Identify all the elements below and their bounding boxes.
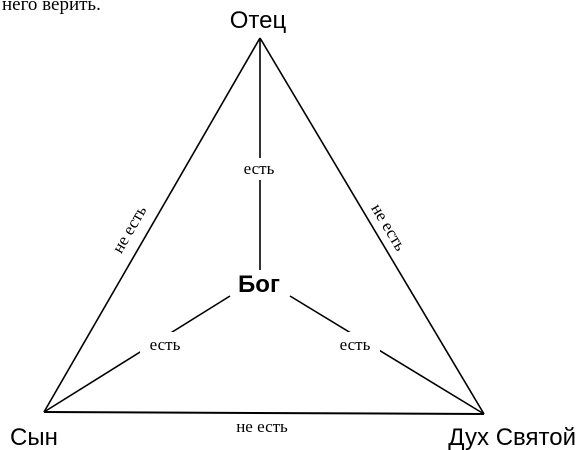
label-bg-is-right — [330, 332, 380, 354]
relation-spirit-is-god: есть — [340, 335, 371, 354]
node-god: Бог — [238, 271, 280, 298]
label-bg-is-top — [234, 158, 284, 180]
spoke-god-spirit — [289, 295, 485, 415]
relation-father-is-god: есть — [244, 159, 275, 178]
spoke-god-son — [43, 295, 231, 413]
edge-son-spirit — [43, 411, 485, 415]
relation-father-not-son: не есть — [108, 202, 150, 256]
node-father: Отец — [230, 7, 287, 34]
relation-son-not-spirit: не есть — [236, 417, 288, 436]
relation-son-is-god: есть — [150, 335, 181, 354]
relation-father-not-spirit: не есть — [367, 200, 410, 254]
label-bg-is-left — [140, 332, 190, 354]
node-son: Сын — [10, 424, 58, 450]
edge-father-son — [43, 37, 261, 413]
label-bg-isnot-bottom — [222, 416, 302, 438]
top-text-fragment: него верить. — [2, 0, 101, 15]
edge-father-spirit — [259, 37, 485, 415]
node-spirit: Дух Святой — [448, 424, 576, 450]
